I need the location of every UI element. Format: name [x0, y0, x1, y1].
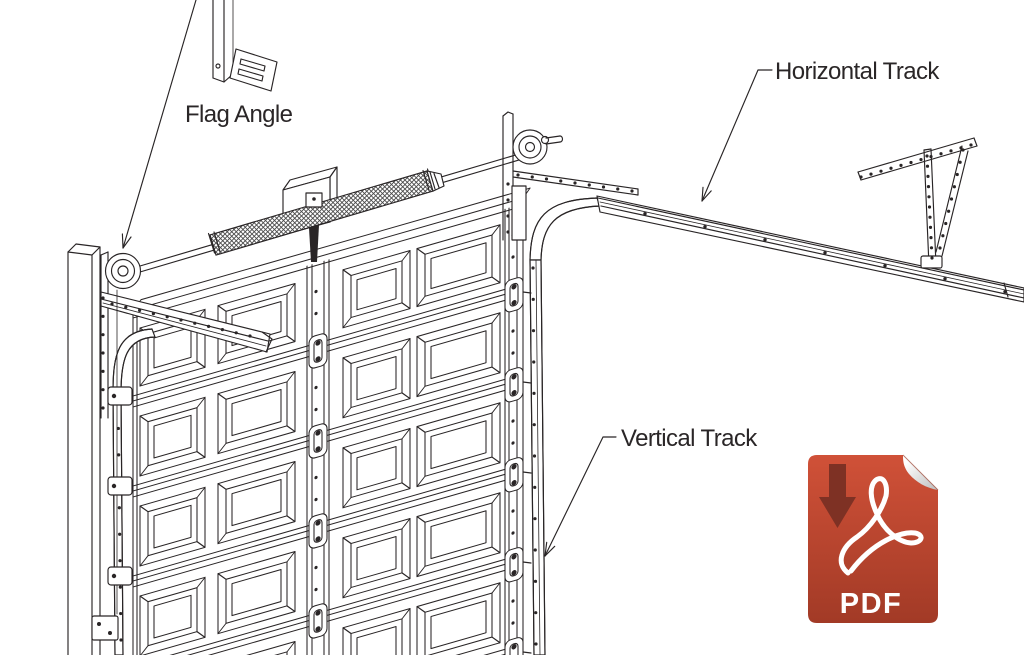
- horizontal-track-leader: [701, 69, 773, 202]
- acrobat-glyph: [838, 476, 924, 576]
- jamb-bracket: [91, 615, 119, 641]
- pdf-download-icon[interactable]: PDF: [808, 454, 939, 623]
- pdf-label: PDF: [840, 588, 903, 620]
- door-illustration: [67, 0, 1024, 655]
- vertical-track-left: [91, 289, 273, 655]
- flag-angle-label: Flag Angle: [185, 101, 293, 128]
- vertical-track-leader: [544, 436, 617, 557]
- vertical-track-right: [529, 197, 601, 655]
- cable-drum-left: [104, 252, 142, 290]
- diagram-labels: Flag Angle Horizontal Track Vertical Tra…: [185, 58, 941, 452]
- cable-drum-right: [512, 129, 564, 165]
- torsion-spring: [207, 168, 445, 262]
- left-jamb: [67, 243, 101, 655]
- flag-angle-right: [502, 111, 639, 241]
- leader-lines: [121, 0, 773, 557]
- horizontal-track-right: [596, 195, 1024, 303]
- vertical-track-label: Vertical Track: [621, 425, 758, 452]
- spring-anchor-bracket: [309, 225, 319, 262]
- flag-angle-part-drawing: [212, 0, 278, 92]
- door-stiles: [132, 203, 524, 655]
- garage-door: [132, 187, 531, 655]
- section-joints: [132, 283, 524, 655]
- flag-angle-leader: [121, 0, 197, 249]
- raised-panels: [139, 224, 501, 655]
- hinges: [308, 277, 524, 655]
- perforations: [101, 143, 1007, 654]
- horizontal-track-label: Horizontal Track: [775, 58, 940, 85]
- track-hanger: [857, 137, 978, 269]
- download-arrow-icon: [819, 464, 856, 528]
